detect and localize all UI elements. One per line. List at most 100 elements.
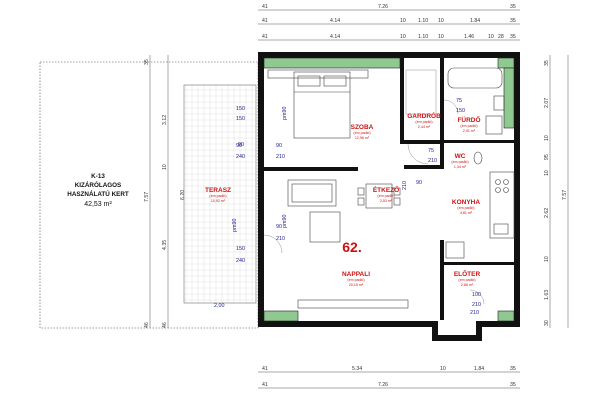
right-dim-1: 2.07 [544,98,550,108]
left-dim-46: 46 [162,322,168,328]
right-dim-4: 10 [544,170,550,176]
opening-label-18: 210 [472,302,481,308]
bottom-dim-0: 41 [262,366,268,372]
sofa [287,179,337,207]
room-konyha-area: 4,81 m² [460,211,473,215]
bottom-dim-4: 35 [510,366,516,372]
top-dim-r1-0: 41 [262,18,268,24]
room-wc-name: WC [455,153,466,160]
room-furdo-sub: (em padló) [460,124,477,128]
room-gardrob-name: GARDRÓB [407,111,441,120]
top-dim-r2-4: 10 [438,34,444,40]
right-total: 7.57 [562,190,568,200]
opening-label-11: 90 [416,180,422,186]
room-terasz-name: TERASZ [205,187,231,194]
left-dim-312: 3.12 [162,115,168,125]
room-szoba-sub: (em padló) [353,131,370,135]
bed [293,71,351,139]
top-dim-r1-4: 10 [438,18,444,24]
opening-label-15: 90 [276,224,282,230]
top-dim-r2-2: 10 [400,34,406,40]
room-furdo-area: 2,91 m² [463,129,476,133]
room-furdo-name: FÜRDŐ [457,115,480,124]
garden-code: K-13 [91,173,105,180]
right-dim-6: 10 [544,256,550,262]
dining-table [365,183,393,209]
room-terasz-sub: (em padló) [209,194,226,198]
right-dimensions: 35 2.07 10 95 10 2.62 10 1.63 30 7.57 [544,55,569,328]
room-gardrob-area: 2,44 m² [418,125,431,129]
right-dim-5: 2.62 [544,208,550,218]
top-dim-r2-5: 1.46 [464,34,474,40]
room-konyha-sub: (em padló) [457,206,474,210]
top-dim-r2-3: 1.10 [418,34,428,40]
room-labels: SZOBA (em padló) 12,96 m² GARDRÓB (em pa… [205,111,481,287]
room-etkezo-area: 2,53 m² [380,199,393,203]
right-dim-3: 95 [544,154,550,160]
unit-number: 62. [342,239,361,255]
top-dim-r2-1: 4.14 [330,34,340,40]
coffee-table [309,211,341,243]
top-dim-r2-6: 10 [488,34,494,40]
left-dim-35: 35 [144,59,150,65]
kitchen-counter [489,171,515,239]
right-dim-8: 30 [544,320,550,326]
right-dim-7: 1.63 [544,290,550,300]
opening-label-17: 100 [472,292,481,298]
parapet-label-2: pm90 [282,215,288,229]
bottom-dimensions: 41 5.34 10 1.84 35 41 7.26 35 [258,366,520,389]
parapet-label-3: pm90 [232,219,238,233]
top-dim-r1-3: 1.10 [418,18,428,24]
top-dim-41: 41 [262,4,268,10]
right-dim-0: 35 [544,60,550,66]
bathtub [447,67,503,89]
opening-label-9: 75 [456,98,462,104]
room-wc-sub: (em padló) [451,160,468,164]
top-dim-r1-2: 10 [400,18,406,24]
opening-label-14: 240 [236,258,245,264]
walls [258,52,520,341]
parapet-label-1: pm90 [282,107,288,121]
bottom-total-35: 35 [510,382,516,388]
left-dim-10: 10 [162,164,168,170]
toilet [473,151,483,165]
top-dim-r1-1: 4.14 [330,18,340,24]
top-dim-35: 35 [510,4,516,10]
room-eloter-sub: (em padló) [458,278,475,282]
top-dim-r2-7: 28 [498,34,504,40]
top-dim-r1-6: 35 [510,18,516,24]
garden-line1: KIZÁRÓLAGOS [75,180,122,189]
opening-label-20: 210 [470,310,479,316]
tv-unit [297,299,409,309]
opening-label-8: 210 [428,158,437,164]
opening-labels: 150 150 90 240 90 210 75 210 75 150 90 2… [214,98,481,316]
opening-label-16: 210 [276,236,285,242]
room-eloter-area: 2,88 m² [461,283,474,287]
opening-label-6: 210 [276,154,285,160]
room-wc-area: 1,34 m² [454,165,467,169]
opening-label-2: 150 [236,116,245,122]
opening-label-10: 150 [456,108,465,114]
opening-label-1: 150 [236,106,245,112]
top-dim-r2-8: 35 [510,34,516,40]
garden-line2: HASZNÁLATÚ KERT [67,189,129,198]
opening-label-19: 90 [238,142,244,148]
parapet-labels: pm90 pm90 pm90 [232,107,288,233]
opening-label-21: 2,00 [214,303,225,309]
room-nappali-name: NAPPALI [342,271,370,278]
left-dimensions: 35 3.12 10 4.35 46 7.57 6.20 46 [144,55,186,328]
top-dimensions: 7.26 41 35 41 4.14 10 1.10 10 1.84 35 41… [258,4,520,41]
opening-label-4: 240 [236,154,245,160]
opening-label-12: 210 [402,181,408,190]
furniture [263,67,515,309]
left-inner-total: 6.20 [180,190,186,200]
garden-area: 42,53 m² [84,201,112,208]
left-dim-435: 4.35 [162,240,168,250]
fridge [445,241,465,259]
top-total-dim: 7.26 [378,4,388,10]
bottom-dim-1: 5.34 [352,366,362,372]
room-konyha-name: KONYHA [452,199,480,206]
left-total: 7.57 [144,192,150,202]
top-dim-r1-5: 1.84 [470,18,480,24]
